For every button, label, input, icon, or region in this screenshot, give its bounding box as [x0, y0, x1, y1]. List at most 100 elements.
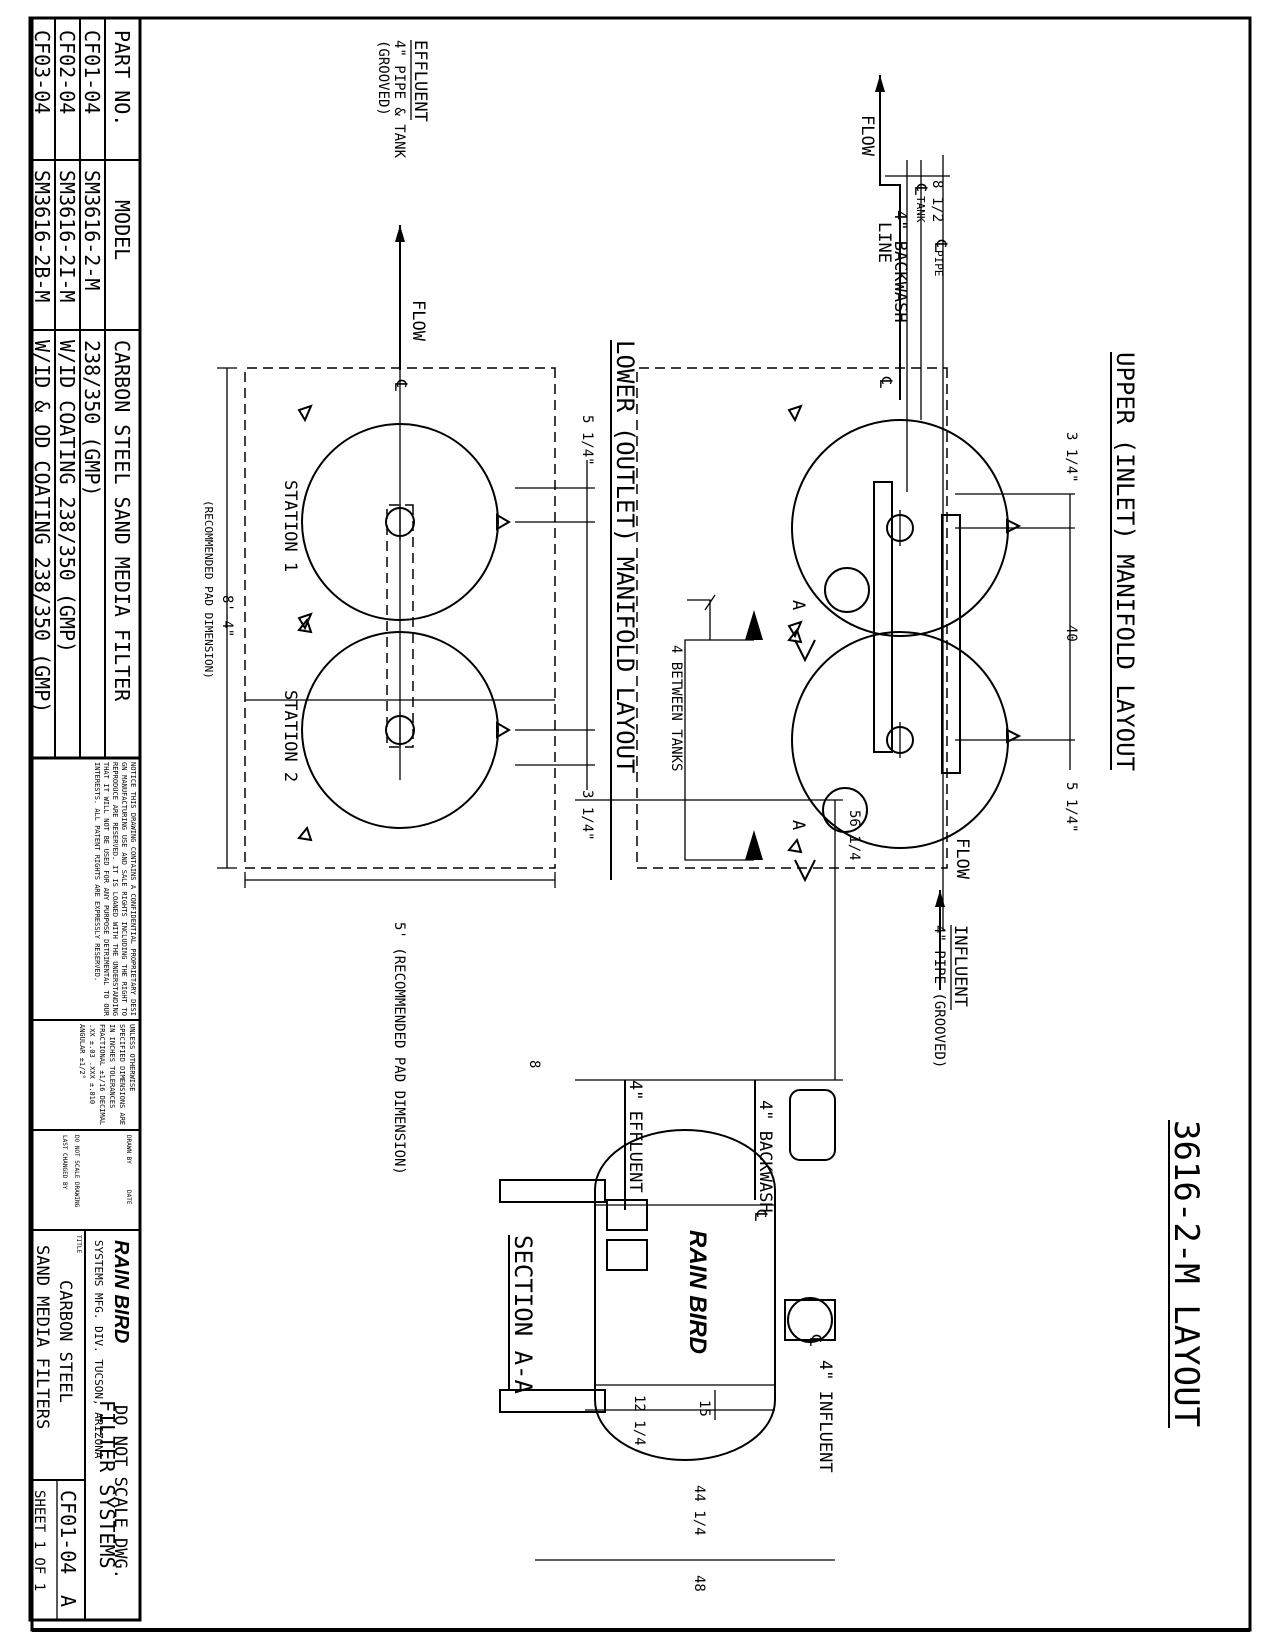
upper-inlet-manifold	[941, 514, 961, 774]
section-leg-right	[499, 1389, 606, 1413]
lower-cl-symbol: ℄	[390, 379, 410, 391]
lower-dim-5-1-4: 5 1/4"	[579, 415, 595, 466]
upper-flow-top: FLOW	[857, 115, 877, 157]
lower-leg-1	[496, 513, 511, 531]
upper-influent-pipe-label: 4" PIPE (GROOVED)	[931, 925, 947, 1068]
section-dim-48-label: 48	[691, 1575, 707, 1592]
section-arrow-2	[745, 830, 763, 860]
tb-title-label: TITLE	[75, 1235, 82, 1253]
upper-title: UPPER (INLET) MANIFOLD LAYOUT	[1111, 352, 1139, 771]
tb-product-line: FILTER SYSTEMS	[95, 1400, 119, 1569]
tb-company-logo: RAIN BIRD	[110, 1240, 132, 1343]
upper-backwash-manifold	[873, 481, 893, 753]
parts-row-1-desc: 238/350 (GMP)	[80, 340, 104, 497]
lower-dim-3-1-4: 3 1/4"	[579, 790, 595, 841]
parts-row-3-part: CF03-04	[30, 30, 54, 114]
section-cut-line	[684, 639, 754, 861]
tb-tolerances: UNLESS OTHERWISE SPECIFIED DIMENSIONS AR…	[78, 1024, 136, 1126]
section-influent-valve	[787, 1297, 833, 1343]
section-dim-12-1-4: 12 1/4	[631, 1395, 647, 1446]
upper-pad	[636, 367, 948, 869]
section-dim-8: 8	[526, 1060, 542, 1068]
parts-row-2-model: SM3616-2I-M	[55, 170, 79, 302]
parts-header-model: MODEL	[110, 200, 134, 260]
parts-table: PART NO. MODEL CARBON STEEL SAND MEDIA F…	[28, 16, 142, 760]
upper-cl-pipe-symbol: ℄	[930, 239, 950, 251]
tb-company: SYSTEMS MFG. DIV. TUCSON, ARIZONA	[92, 1240, 105, 1459]
tb-scale-note: DO NOT SCALE DRAWING	[73, 1135, 80, 1208]
upper-dim-5-1-4: 5 1/4"	[1063, 782, 1079, 833]
lower-title: LOWER (OUTLET) MANIFOLD LAYOUT	[611, 340, 639, 773]
tb-sheet: SHEET 1 OF 1	[31, 1490, 47, 1591]
lower-effluent-arrow	[395, 225, 405, 242]
lower-manifold-layout: LOWER (OUTLET) MANIFOLD LAYOUT ℄ FLOW EF…	[202, 40, 639, 1175]
between-tanks-leader-1	[687, 599, 711, 640]
tb-revision: A	[56, 1595, 80, 1607]
tb-date: DATE	[125, 1190, 132, 1205]
section-backwash-cl: ℄	[750, 1209, 770, 1221]
lower-pad-8-4: 8'-4"	[219, 595, 235, 637]
parts-row-3-model: SM3616-2B-M	[30, 170, 54, 302]
tb-last-changed: LAST CHANGED BY	[61, 1135, 68, 1190]
upper-leg-6	[787, 837, 803, 854]
section-effluent: 4" EFFLUENT	[625, 1080, 645, 1193]
lower-leg-3	[297, 404, 313, 423]
section-title: SECTION A-A	[509, 1235, 537, 1394]
section-a-a: 56 1/4 8 4" BACKWASH ℄ 4" EFFLUENT 4" IN…	[499, 799, 862, 1592]
section-leg-left	[499, 1179, 606, 1203]
upper-backwash-size: 4" BACKWASH	[890, 210, 910, 323]
parts-header-part: PART NO.	[110, 30, 134, 126]
upper-dim-3-1-4: 3 1/4"	[1063, 432, 1079, 483]
parts-row-2-desc: W/ID COATING 238/350 (GMP)	[55, 340, 79, 653]
section-marker-1: A	[788, 600, 808, 610]
section-backwash-valve	[789, 1089, 836, 1161]
upper-dim-40: 40	[1063, 625, 1079, 642]
section-influent-cl: ℄	[805, 1334, 825, 1346]
lower-grooved: (GROOVED)	[375, 40, 391, 116]
main-title: 3616-2-M LAYOUT	[1166, 1120, 1206, 1427]
section-marker-2: A	[788, 820, 808, 830]
upper-manifold-layout: UPPER (INLET) MANIFOLD LAYOUT FLOW	[636, 75, 1139, 1068]
lower-station-1: STATION 1	[280, 480, 300, 572]
section-arrow-1	[745, 610, 763, 640]
upper-gauge-2	[822, 787, 868, 833]
section-effluent-valve	[606, 1199, 648, 1231]
tb-title-line2: SAND MEDIA FILTERS	[32, 1245, 52, 1429]
lower-pad-5: 5' (RECOMMENDED PAD DIMENSION)	[391, 922, 407, 1175]
upper-influent: INFLUENT	[950, 925, 970, 1007]
parts-row-1-part: CF01-04	[80, 30, 104, 114]
upper-cl-backwash-symbol: ℄	[875, 376, 895, 388]
upper-leg-2	[1006, 728, 1022, 744]
lower-pad-8-4-note: (RECOMMENDED PAD DIMENSION)	[202, 500, 215, 679]
upper-gauge-1	[824, 567, 870, 613]
section-effluent-valve-2	[606, 1239, 648, 1271]
tb-title-line1: CARBON STEEL	[55, 1280, 75, 1403]
section-tri-1	[794, 639, 816, 663]
parts-header-desc: CARBON STEEL SAND MEDIA FILTER	[110, 340, 134, 702]
section-dim-15-label: 15	[696, 1400, 712, 1417]
upper-influent-arrow	[935, 890, 945, 907]
section-dim-56-1-4: 56 1/4	[846, 810, 862, 861]
tb-drawn-by: DRAWN BY	[125, 1135, 132, 1164]
lower-outlet-manifold	[386, 504, 414, 748]
upper-flow-arrow-top	[875, 75, 885, 92]
lower-leg-6	[297, 825, 313, 842]
lower-flow: FLOW	[408, 300, 428, 342]
tb-drawing-number: CF01-04	[56, 1490, 80, 1574]
upper-backwash-pipe	[879, 75, 901, 400]
lower-leg-2	[496, 721, 511, 739]
upper-cl-tank-symbol: ℄	[910, 183, 930, 195]
section-dim-44-1-4: 44 1/4	[691, 1485, 707, 1536]
parts-row-1-model: SM3616-2-M	[80, 170, 104, 290]
section-influent: 4" INFLUENT	[815, 1360, 835, 1473]
rotated-content: 3616-2-M LAYOUT UPPER (INLET) MANIFOLD L…	[28, 16, 1206, 1622]
upper-leg-1	[1006, 518, 1022, 534]
section-tri-2	[794, 859, 816, 883]
title-block: NOTICE THIS DRAWING CONTAINS A CONFIDENT…	[28, 756, 142, 1622]
upper-leg-3	[787, 404, 803, 423]
lower-effluent-pipe-label: 4" PIPE & TANK	[391, 40, 407, 159]
tb-tolerance-box: UNLESS OTHERWISE SPECIFIED DIMENSIONS AR…	[78, 1024, 136, 1126]
section-logo: RAIN BIRD	[684, 1230, 711, 1354]
section-tank-body	[594, 1129, 776, 1461]
